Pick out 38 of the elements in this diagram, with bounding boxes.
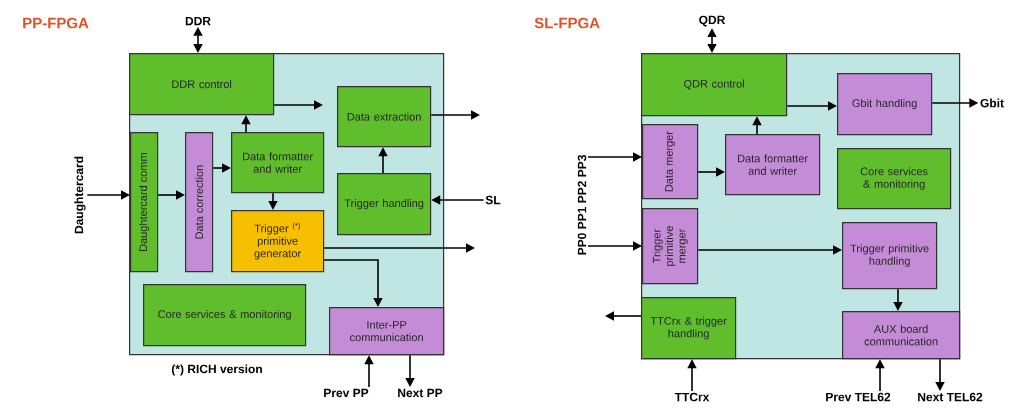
signal-label: SL [485, 195, 501, 205]
process-box: Gbit handling [837, 73, 933, 136]
block-title: PP-FPGA [23, 17, 89, 29]
process-box: Core services & monitoring [143, 284, 307, 347]
signal-label: TTCrx [674, 392, 710, 402]
signal-label: Next TEL62 [918, 392, 983, 402]
process-box: Core services & monitoring [837, 148, 952, 210]
process-box: Data extraction [337, 86, 432, 148]
process-box: Trigger primitive handling [842, 222, 938, 290]
block-title: SL-FPGA [534, 17, 600, 29]
process-box: Data formatter and writer [231, 132, 325, 194]
signal-label: QDR [699, 15, 726, 27]
signal-label: Daughtercard [74, 156, 86, 234]
signal-label: Prev TEL62 [826, 392, 891, 402]
process-box: QDR control [641, 53, 788, 117]
arrow [430, 110, 480, 120]
arrow [273, 100, 323, 110]
process-box: Data correction [185, 132, 214, 273]
process-box: AUX board communication [842, 311, 961, 360]
process-box: Inter-PP communication [329, 307, 445, 356]
process-box: Data formatter and writer [725, 134, 821, 196]
process-box: Trigger primitive merger [642, 208, 699, 285]
process-box: Daughtercard comm [130, 132, 159, 273]
process-box: DDR control [129, 53, 275, 116]
process-box: Trigger handling [337, 173, 432, 236]
process-box: TTCrx & trigger handling [641, 297, 737, 360]
arrow [893, 288, 903, 311]
signal-label: PP0 PP1 PP2 PP3 [577, 155, 587, 255]
footnote: (*) RICH version [171, 364, 262, 376]
arrow [323, 243, 475, 253]
signal-label: Next PP [398, 388, 443, 398]
process-box: Data merger [642, 124, 699, 200]
process-box: Trigger $^{(*)}$ primitive generator [231, 210, 325, 273]
arrow [935, 358, 945, 391]
signal-label: DDR [185, 16, 211, 26]
signal-label: Prev PP [324, 388, 369, 398]
signal-label: Gbit [980, 98, 1004, 108]
arrow [323, 259, 383, 307]
